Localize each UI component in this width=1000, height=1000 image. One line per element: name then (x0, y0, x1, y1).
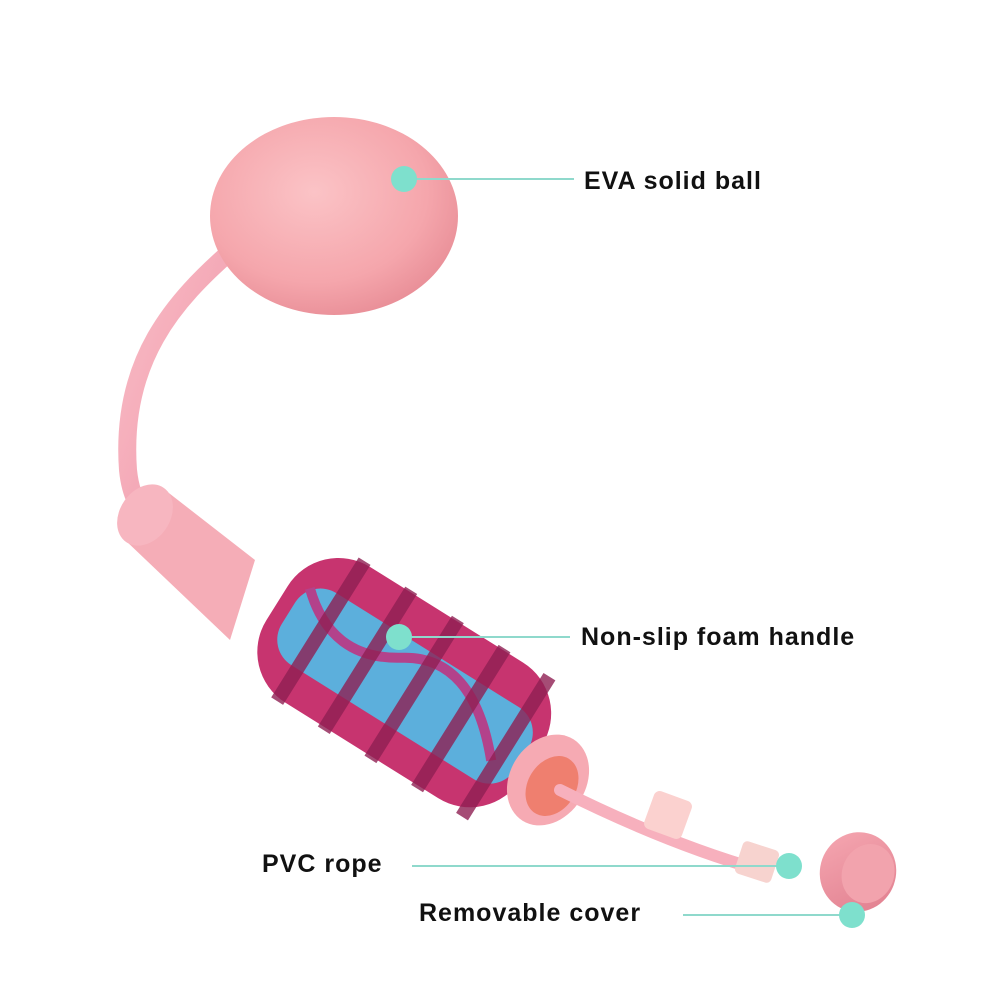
pvc-rope (554, 784, 766, 876)
label-non-slip-foam-handle: Non-slip foam handle (581, 623, 856, 651)
marker-dot-icon (839, 902, 865, 928)
removable-cover (819, 832, 897, 912)
ball-stem (118, 241, 241, 534)
foam-handle (257, 557, 556, 821)
rope-ring (644, 791, 692, 839)
callout-ball (391, 166, 574, 192)
marker-dot-icon (776, 853, 802, 879)
label-removable-cover: Removable cover (419, 899, 642, 927)
callout-cover (683, 902, 865, 928)
label-eva-solid-ball: EVA solid ball (584, 167, 762, 195)
label-pvc-rope: PVC rope (262, 850, 383, 878)
eva-ball (210, 117, 458, 315)
marker-dot-icon (391, 166, 417, 192)
marker-dot-icon (386, 624, 412, 650)
callout-handle (386, 624, 570, 650)
rope-tip (734, 841, 780, 883)
callout-rope (412, 853, 802, 879)
